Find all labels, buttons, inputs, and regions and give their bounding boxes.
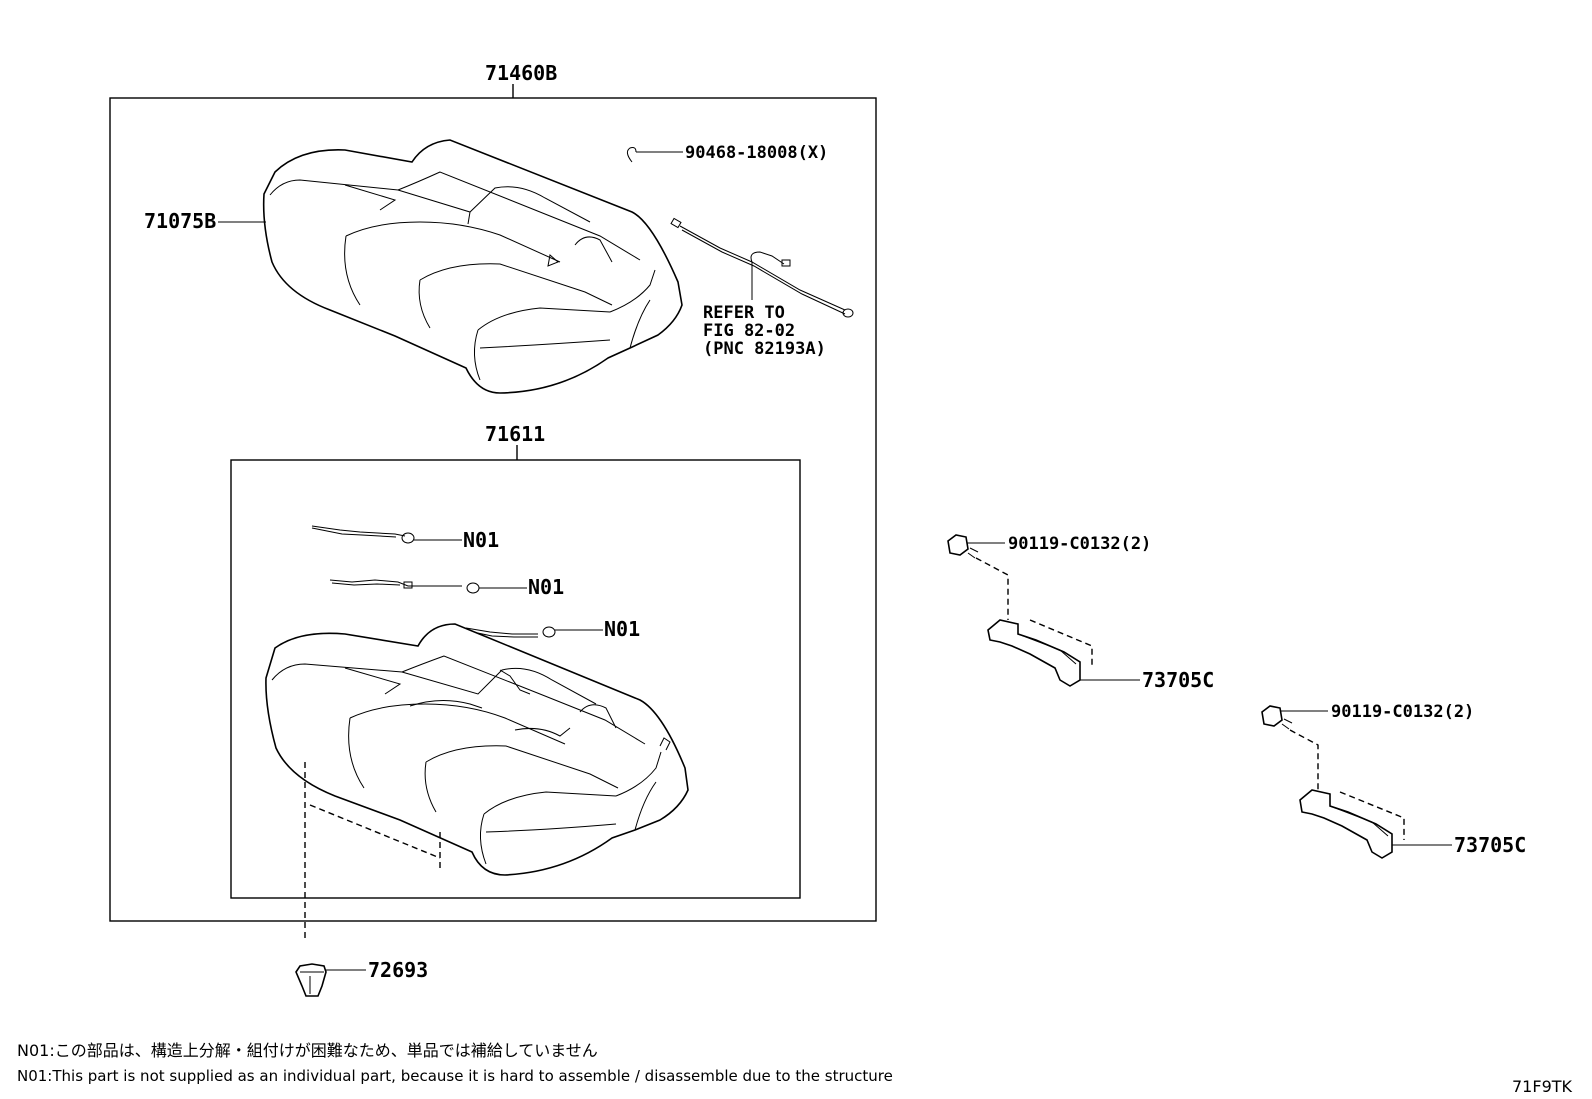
clip-72693: 72693 xyxy=(295,762,441,997)
label-refer-line1[interactable]: REFER TO xyxy=(703,303,785,323)
wire-90468: 90468-18008(X) xyxy=(626,143,828,163)
hinge-group-bottom: 90119-C0132(2) 73705C xyxy=(1261,702,1526,859)
label-refer-line2[interactable]: FIG 82-02 xyxy=(703,321,795,341)
n01-wires: N01 N01 N01 xyxy=(311,525,640,641)
seat-pad-outline xyxy=(265,623,689,876)
pad-frame xyxy=(230,459,801,899)
label-refer-line3[interactable]: (PNC 82193A) xyxy=(703,339,826,359)
label-hinge-bottom[interactable]: 73705C xyxy=(1454,833,1526,857)
seat-cover-71075B: 71075B xyxy=(144,139,683,394)
hinge-group-top: 90119-C0132(2) 73705C xyxy=(947,534,1214,692)
assembly-71460B: 71460B xyxy=(109,61,877,922)
label-71611[interactable]: 71611 xyxy=(485,422,545,446)
note-english: N01:This part is not supplied as an indi… xyxy=(17,1067,893,1085)
seat-cover-outline xyxy=(262,139,683,394)
label-72693[interactable]: 72693 xyxy=(368,958,428,982)
bolt-head-bottom xyxy=(1261,705,1283,727)
seat-harness: REFER TO FIG 82-02 (PNC 82193A) xyxy=(670,217,854,359)
label-bolt-bottom[interactable]: 90119-C0132(2) xyxy=(1331,702,1474,722)
hinge-top xyxy=(987,619,1081,687)
label-bolt-top[interactable]: 90119-C0132(2) xyxy=(1008,534,1151,554)
label-n01-a[interactable]: N01 xyxy=(463,528,499,552)
label-71460B[interactable]: 71460B xyxy=(485,61,557,85)
label-n01-c[interactable]: N01 xyxy=(604,617,640,641)
figure-code: 71F9TK xyxy=(1512,1077,1573,1096)
assembly-frame xyxy=(109,97,877,922)
note-japanese: N01:この部品は、構造上分解・組付けが困難なため、単品では補給していません xyxy=(17,1041,598,1060)
label-n01-b[interactable]: N01 xyxy=(528,575,564,599)
seat-pad-71611 xyxy=(265,623,689,876)
label-71075B[interactable]: 71075B xyxy=(144,209,216,233)
hinge-bottom xyxy=(1299,789,1393,859)
label-hinge-top[interactable]: 73705C xyxy=(1142,668,1214,692)
label-90468-18008[interactable]: 90468-18008(X) xyxy=(685,143,828,163)
bolt-head-top xyxy=(947,534,969,556)
pad-71611: 71611 xyxy=(230,422,801,899)
clip-body xyxy=(295,963,327,997)
